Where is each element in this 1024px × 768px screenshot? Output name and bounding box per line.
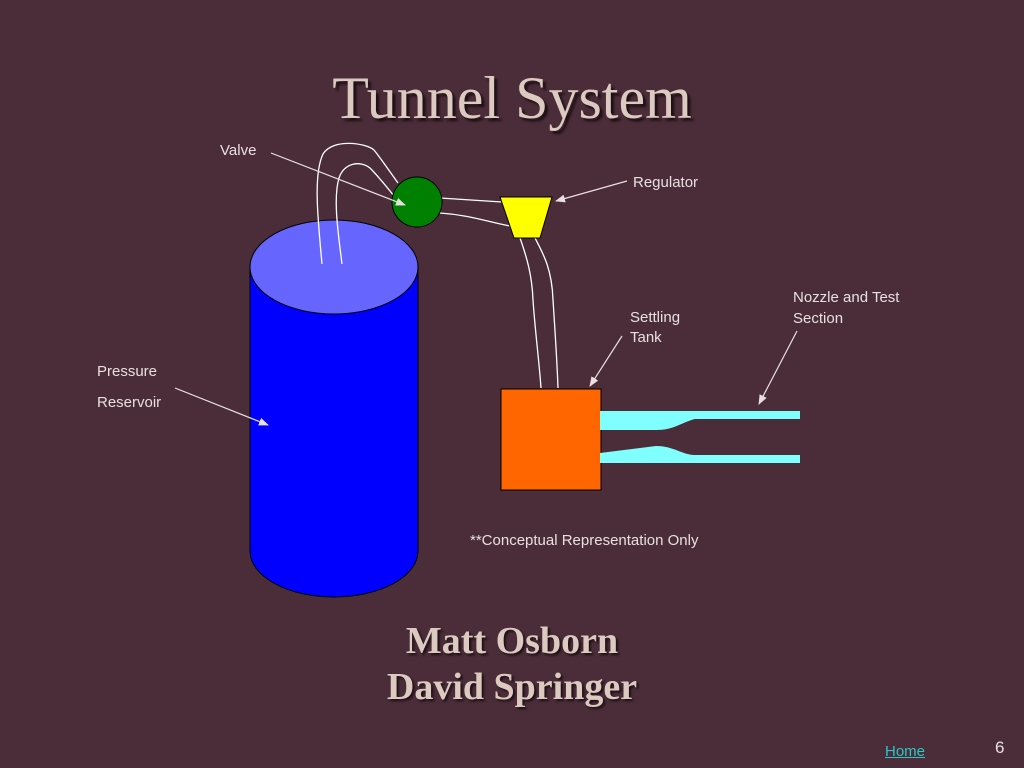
nozzle-arrow (758, 330, 798, 405)
nozzle-test-section (600, 411, 800, 463)
page-number: 6 (995, 738, 1005, 757)
author-1: Matt Osborn (405, 620, 619, 662)
valve-icon (391, 176, 443, 228)
callout-arrows (174, 152, 798, 426)
home-link[interactable]: Home (885, 743, 926, 760)
reservoir-label-line2: Reservoir (97, 394, 162, 411)
conceptual-note: **Conceptual Representation Only (470, 532, 699, 549)
authors: Matt Osborn David Springer (0, 618, 1024, 710)
valve-arrow (270, 152, 406, 206)
nozzle-label-line1: Nozzle and Test (793, 289, 900, 306)
regulator-tank-pipe (519, 237, 559, 389)
regulator-label: Regulator (633, 174, 699, 191)
slide-title: Tunnel System (332, 65, 692, 131)
reservoir-label-line1: Pressure (97, 363, 158, 380)
regulator-icon (499, 196, 553, 239)
settling-label-line1: Settling (630, 309, 681, 326)
regulator-arrow (555, 180, 628, 203)
reservoir-pipe (316, 142, 399, 265)
reservoir-arrow (174, 387, 269, 426)
nozzle-label-line2: Section (793, 310, 844, 327)
valve-label: Valve (220, 142, 257, 159)
pressure-reservoir (249, 219, 419, 598)
valve-regulator-pipe (439, 197, 511, 227)
settling-tank-arrow (589, 335, 623, 387)
settling-tank (500, 388, 602, 491)
author-2: David Springer (386, 666, 638, 708)
settling-label-line2: Tank (630, 329, 662, 346)
